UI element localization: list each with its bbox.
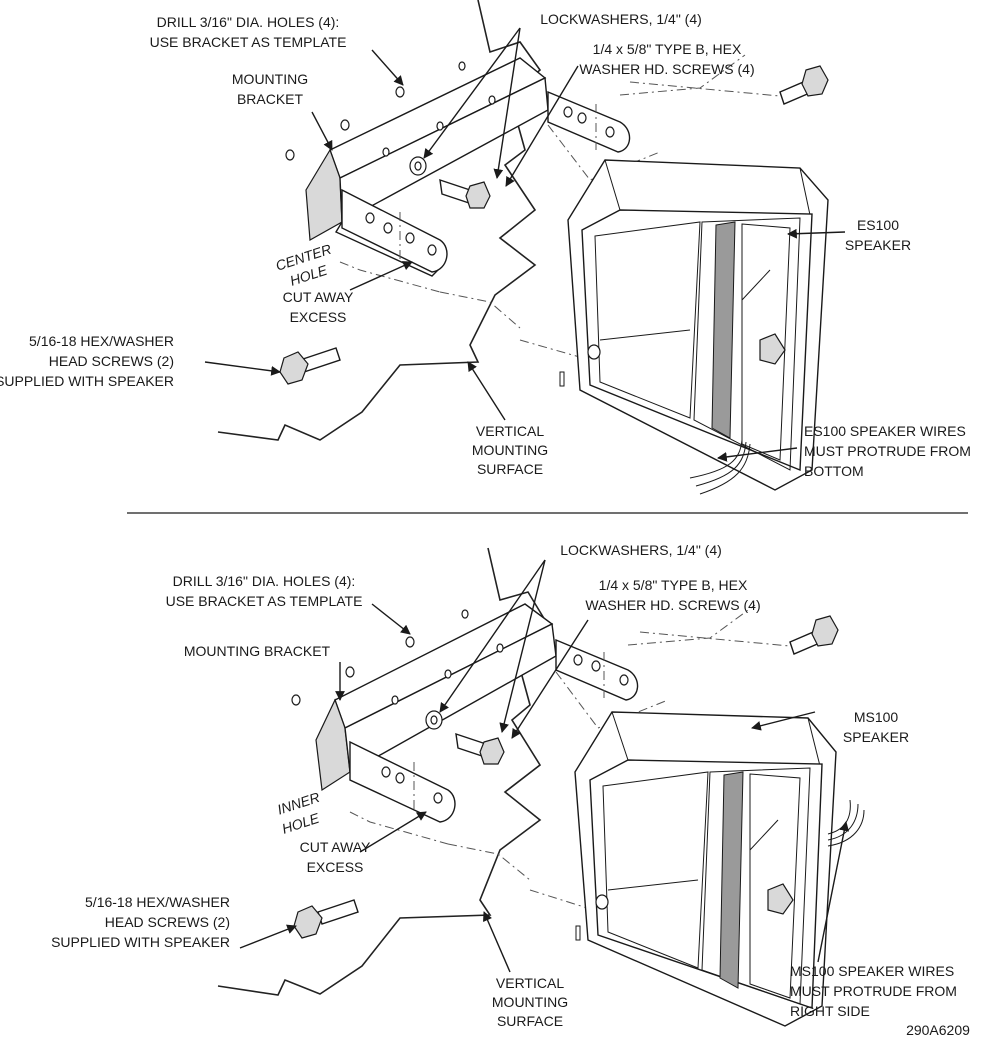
bottom-panel: DRILL 3/16" DIA. HOLES (4): USE BRACKET …: [51, 542, 957, 1029]
top-right-screw: [779, 65, 829, 105]
top-cut-away-label-1: CUT AWAY: [283, 289, 354, 305]
bottom-hex-screw: [293, 899, 359, 939]
bottom-leaders: [239, 559, 850, 973]
top-leaders: [204, 27, 846, 462]
top-lockwasher-screw: [409, 156, 491, 209]
top-speaker-label-2: SPEAKER: [845, 237, 911, 253]
top-speaker-wires: [689, 439, 751, 495]
bottom-screws-label-2: WASHER HD. SCREWS (4): [585, 597, 760, 613]
top-cut-away-label-2: EXCESS: [290, 309, 347, 325]
bottom-speaker-label-1: MS100: [854, 709, 899, 725]
bottom-wires-label-3: RIGHT SIDE: [790, 1003, 870, 1019]
figure-id: 290A6209: [906, 1022, 970, 1038]
top-hex-screws-label-1: 5/16-18 HEX/WASHER: [29, 333, 174, 349]
top-drill-holes: [285, 61, 466, 161]
top-surface-label-3: SURFACE: [477, 461, 543, 477]
top-es100-speaker: [559, 159, 829, 491]
top-drill-holes-label-1: DRILL 3/16" DIA. HOLES (4):: [157, 14, 340, 30]
bottom-mounting-bracket: [315, 603, 639, 823]
top-hex-screw: [279, 347, 341, 385]
bottom-labels: DRILL 3/16" DIA. HOLES (4): USE BRACKET …: [51, 542, 957, 1029]
bottom-bracket-label: MOUNTING BRACKET: [184, 643, 331, 659]
top-screws-label-2: WASHER HD. SCREWS (4): [579, 61, 754, 77]
bottom-drill-holes-label-1: DRILL 3/16" DIA. HOLES (4):: [173, 573, 356, 589]
bottom-hex-screws-label-2: HEAD SCREWS (2): [105, 914, 230, 930]
top-bracket-label-1: MOUNTING: [232, 71, 308, 87]
bottom-cut-away-label-1: CUT AWAY: [300, 839, 371, 855]
top-bracket-label-2: BRACKET: [237, 91, 304, 107]
top-panel: DRILL 3/16" DIA. HOLES (4): USE BRACKET …: [0, 0, 971, 495]
bottom-lockwasher-screw: [425, 710, 505, 765]
top-speaker-label-1: ES100: [857, 217, 899, 233]
bottom-cut-away-label-2: EXCESS: [307, 859, 364, 875]
top-hex-screws-label-3: SUPPLIED WITH SPEAKER: [0, 373, 174, 389]
bottom-surface-label-3: SURFACE: [497, 1013, 563, 1029]
top-wires-label-1: ES100 SPEAKER WIRES: [804, 423, 966, 439]
top-hex-screws-label-2: HEAD SCREWS (2): [49, 353, 174, 369]
bottom-hex-screws-label-1: 5/16-18 HEX/WASHER: [85, 894, 230, 910]
top-labels: DRILL 3/16" DIA. HOLES (4): USE BRACKET …: [0, 11, 971, 479]
top-wires-label-2: MUST PROTRUDE FROM: [804, 443, 971, 459]
top-mounting-surface: [217, 0, 542, 441]
top-wires-label-3: BOTTOM: [804, 463, 864, 479]
top-surface-label-2: MOUNTING: [472, 442, 548, 458]
bottom-surface-label-2: MOUNTING: [492, 994, 568, 1010]
top-surface-label-1: VERTICAL: [476, 423, 544, 439]
bottom-speaker-label-2: SPEAKER: [843, 729, 909, 745]
top-drill-holes-label-2: USE BRACKET AS TEMPLATE: [150, 34, 347, 50]
top-lockwashers-label: LOCKWASHERS, 1/4" (4): [540, 11, 702, 27]
top-screws-label-1: 1/4 x 5/8" TYPE B, HEX: [593, 41, 742, 57]
bottom-screws-label-1: 1/4 x 5/8" TYPE B, HEX: [599, 577, 748, 593]
bottom-right-screw: [789, 615, 839, 655]
bottom-ms100-speaker: [574, 711, 837, 1027]
bottom-wires-label-1: MS100 SPEAKER WIRES: [790, 963, 954, 979]
bottom-surface-label-1: VERTICAL: [496, 975, 564, 991]
top-mounting-bracket: [305, 57, 631, 277]
bottom-drill-holes: [291, 609, 469, 706]
bottom-lockwashers-label: LOCKWASHERS, 1/4" (4): [560, 542, 722, 558]
bottom-wires-label-2: MUST PROTRUDE FROM: [790, 983, 957, 999]
bottom-drill-holes-label-2: USE BRACKET AS TEMPLATE: [166, 593, 363, 609]
bottom-hex-screws-label-3: SUPPLIED WITH SPEAKER: [51, 934, 230, 950]
